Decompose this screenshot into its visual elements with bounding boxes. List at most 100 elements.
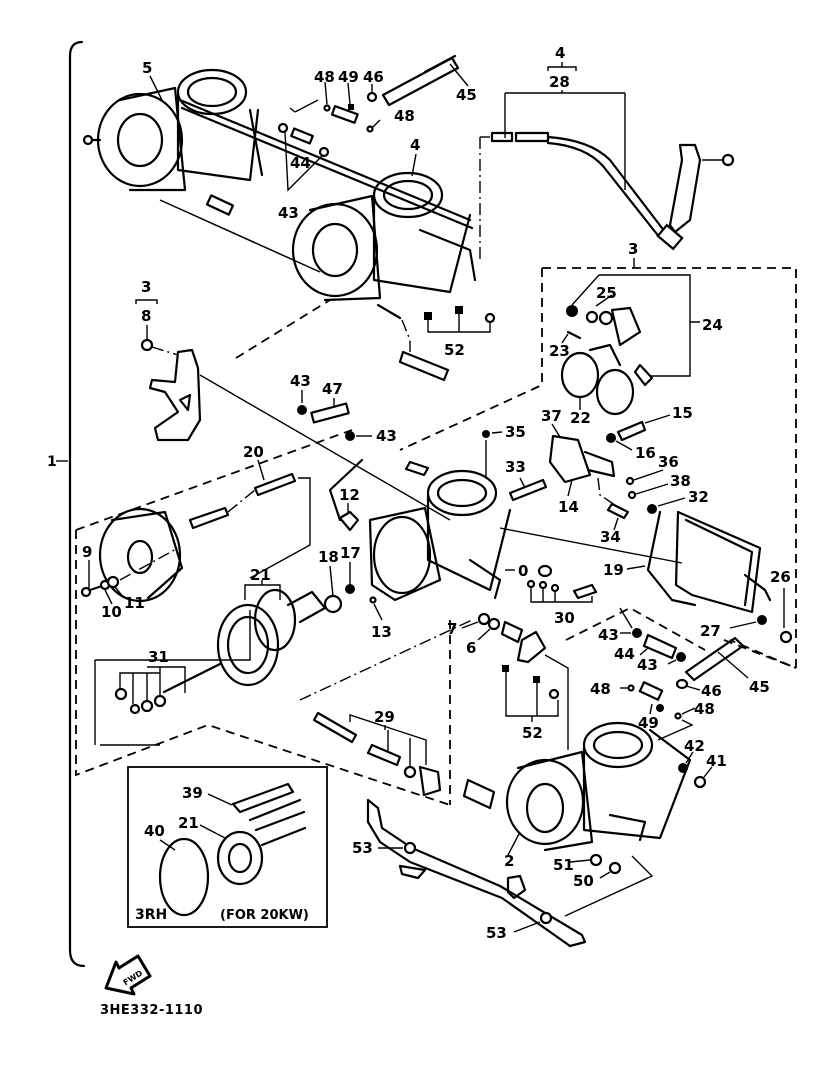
group-ref-4-28: 4 28 — [504, 44, 626, 190]
callout-31: 31 — [148, 648, 169, 666]
callout-7: 7 — [447, 620, 457, 638]
callout-44: 44 — [614, 645, 635, 663]
carburetor-bottom — [462, 721, 713, 879]
callout-1: 1 — [47, 454, 57, 470]
callout-47: 47 — [322, 380, 343, 398]
callout-25: 25 — [596, 284, 617, 302]
callout-36: 36 — [658, 453, 679, 471]
callout-22: 22 — [570, 409, 591, 427]
callout-11: 11 — [124, 594, 145, 612]
callout-27: 27 — [700, 622, 721, 640]
callout-13: 13 — [371, 623, 392, 641]
callout-26: 26 — [770, 568, 791, 586]
jet-set-30 — [505, 564, 598, 603]
callout-51: 51 — [553, 856, 574, 874]
needle-set-31 — [114, 666, 186, 715]
callout-0: 0 — [518, 562, 528, 580]
callout-6: 6 — [466, 639, 476, 657]
callout-43: 43 — [376, 427, 397, 445]
spring-set-7-6 — [461, 612, 524, 644]
pin-33 — [508, 477, 548, 502]
callout-12: 12 — [339, 486, 360, 504]
callout-45: 45 — [749, 678, 770, 696]
callout-46: 46 — [701, 682, 722, 700]
callout-37: 37 — [541, 407, 562, 425]
callout-49: 49 — [338, 68, 359, 86]
throttle-cable — [479, 131, 684, 260]
carburetor-top-left — [82, 68, 264, 192]
diaphragm-group-box — [75, 429, 451, 806]
group-ref-bottom: 8 — [141, 307, 151, 325]
spring-washer-set-top — [277, 122, 330, 192]
inset-3rh: 39 21 40 3RH (FOR 20KW) — [127, 766, 328, 928]
carburetor-middle — [368, 430, 512, 602]
callout-48: 48 — [394, 107, 415, 125]
screws-26-27 — [729, 588, 793, 644]
callout-48: 48 — [590, 680, 611, 698]
spring-20 — [188, 459, 311, 579]
mounting-bracket — [148, 348, 451, 521]
callout-48: 48 — [694, 700, 715, 718]
diagram-reference-code: 3HE332-1110 — [100, 1003, 204, 1018]
carburetor-top-right — [291, 171, 477, 302]
callout-43: 43 — [598, 626, 619, 644]
group-ref-bottom: 28 — [549, 73, 570, 91]
callout-45: 45 — [456, 86, 477, 104]
callout-29: 29 — [374, 708, 395, 726]
callout-50: 50 — [573, 872, 594, 890]
callout-30: 30 — [554, 609, 575, 627]
screws-36-38-32-34 — [606, 469, 686, 531]
callout-42: 42 — [684, 737, 705, 755]
callout-38: 38 — [670, 472, 691, 490]
callout-53: 53 — [352, 839, 373, 857]
group-ref-3-8: 3 8 — [135, 278, 179, 356]
callout-23: 23 — [549, 342, 570, 360]
callout-52: 52 — [522, 724, 543, 742]
callout-43: 43 — [637, 656, 658, 674]
choke-plate-14 — [548, 423, 616, 506]
joint-set-mid — [297, 390, 372, 441]
inset-callout-39: 39 — [182, 784, 203, 802]
inset-model: 3RH — [135, 907, 167, 923]
callout-2: 2 — [504, 852, 514, 870]
callout-35: 35 — [505, 423, 526, 441]
callout-16: 16 — [635, 444, 656, 462]
inset-callout-40: 40 — [144, 822, 165, 840]
assembly-bracket: 1 — [47, 40, 86, 968]
small-parts-18-17-13-12 — [323, 458, 383, 621]
callout-14: 14 — [558, 498, 579, 516]
callout-33: 33 — [505, 458, 526, 476]
callout-17: 17 — [340, 544, 361, 562]
callout-4: 4 — [410, 136, 420, 154]
adjust-screw-set-lower — [502, 630, 569, 750]
callout-21: 21 — [250, 566, 271, 584]
inset-note: (FOR 20KW) — [220, 908, 309, 923]
group-ref-top: 4 — [555, 44, 565, 62]
callout-34: 34 — [600, 528, 621, 546]
callout-5: 5 — [142, 59, 152, 77]
callout-10: 10 — [101, 603, 122, 621]
cable-bracket — [668, 143, 735, 234]
float-chamber-19 — [499, 510, 772, 614]
callout-46: 46 — [363, 68, 384, 86]
link-plate-53 — [366, 798, 654, 948]
fuel-joint-top — [289, 54, 469, 133]
callout-9: 9 — [82, 543, 92, 561]
forward-direction-arrow-icon: FWD — [104, 954, 152, 996]
callout-18: 18 — [318, 548, 339, 566]
callout-44: 44 — [290, 154, 311, 172]
callout-32: 32 — [688, 488, 709, 506]
callout-48: 48 — [314, 68, 335, 86]
callout-15: 15 — [672, 404, 693, 422]
screw-washers-9-10-11 — [80, 547, 179, 605]
callout-49: 49 — [638, 714, 659, 732]
callout-3: 3 — [628, 240, 638, 258]
callout-52: 52 — [444, 341, 465, 359]
linkage-rods-top — [159, 98, 474, 273]
callout-43: 43 — [278, 204, 299, 222]
inset-callout-21: 21 — [178, 814, 199, 832]
adjust-screw-set-top — [376, 303, 496, 382]
plunger-15-16 — [606, 414, 671, 451]
callout-19: 19 — [603, 561, 624, 579]
